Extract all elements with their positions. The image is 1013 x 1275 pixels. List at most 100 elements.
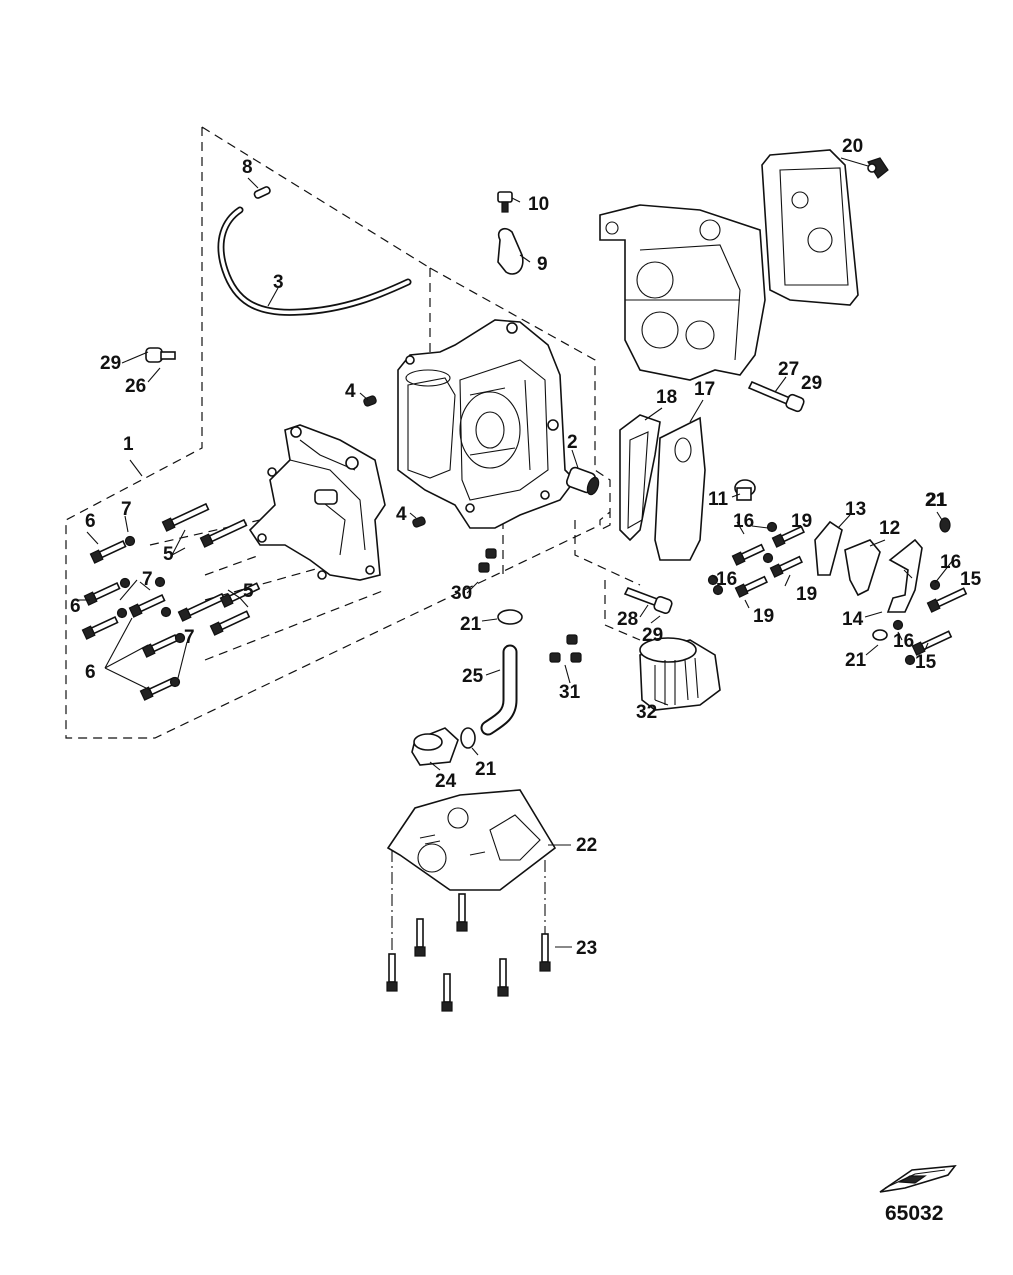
callout-21: 21: [475, 759, 497, 780]
fitting-11: [734, 479, 756, 501]
callout-25: 25: [462, 666, 484, 687]
bracket-14: [886, 538, 923, 613]
callout-30: 30: [451, 583, 472, 604]
fitting-24: [411, 727, 459, 766]
callout-15: 15: [960, 569, 982, 590]
fitting-29-26: [145, 347, 176, 363]
callout-7: 7: [121, 499, 132, 520]
bolt: [734, 575, 768, 598]
callout-3: 3: [273, 272, 284, 293]
bolt: [81, 615, 119, 640]
bolt-10: [497, 191, 513, 213]
lift-eye-9: [497, 228, 524, 275]
callout-12: 12: [879, 518, 900, 539]
callout-26: 26: [125, 376, 146, 397]
bolt: [497, 958, 509, 997]
callout-14: 14: [842, 609, 864, 630]
callout-24: 24: [435, 771, 457, 792]
callout-21: 21: [845, 650, 867, 671]
callout-22: 22: [576, 835, 597, 856]
nuts-30: [478, 548, 497, 573]
callout-21: 21: [925, 490, 947, 511]
callout-16: 16: [893, 631, 914, 652]
washer: [712, 584, 724, 596]
washer: [160, 606, 172, 618]
callout-17: 17: [694, 379, 715, 400]
cylinder-block-assembly: [599, 204, 766, 381]
leader-dash-32: [604, 580, 641, 641]
bolt: [209, 610, 251, 636]
washer: [154, 576, 166, 588]
callout-11: 11: [708, 489, 729, 510]
fitting-27-29: [747, 380, 805, 413]
bolt: [386, 953, 398, 992]
cover-17: [654, 416, 706, 561]
callout-7: 7: [184, 627, 195, 648]
washer: [762, 552, 774, 564]
callout-32: 32: [636, 702, 657, 723]
leader-dash-28: [574, 520, 641, 586]
callout-29: 29: [801, 373, 822, 394]
bolt: [539, 933, 551, 972]
washer: [124, 535, 136, 547]
bolt: [219, 582, 261, 608]
assembly-boundary: [65, 126, 611, 739]
gasket-13: [814, 520, 843, 576]
bolt: [926, 587, 968, 613]
clamp-21c: [939, 517, 951, 533]
callout-6: 6: [70, 596, 81, 617]
callout-4: 4: [396, 504, 407, 525]
callout-16: 16: [716, 569, 737, 590]
bolts-group: [81, 502, 968, 1012]
nuts-31: [549, 634, 582, 663]
callout-29: 29: [100, 353, 121, 374]
bolt: [89, 539, 127, 564]
boat-orientation-icon: [879, 1165, 957, 1193]
bolt: [128, 593, 166, 618]
callout-28: 28: [617, 609, 638, 630]
bolt: [771, 525, 805, 548]
bolt: [441, 973, 453, 1012]
bolt: [83, 581, 121, 606]
bolt: [177, 592, 226, 622]
bolt: [456, 893, 468, 932]
sensor-20: [867, 157, 889, 179]
washer: [892, 619, 904, 631]
callout-5: 5: [243, 581, 254, 602]
dowel-4b: [412, 516, 426, 528]
leader-lines: [78, 157, 954, 948]
callout-13: 13: [845, 499, 866, 520]
callout-8: 8: [242, 157, 253, 178]
callout-27: 27: [778, 359, 799, 380]
washer: [116, 607, 128, 619]
callout-10: 10: [528, 194, 549, 215]
washer: [766, 521, 778, 533]
callout-20: 20: [842, 136, 863, 157]
callout-18: 18: [656, 387, 677, 408]
crankcase-block: [397, 319, 577, 529]
callout-29: 29: [642, 625, 663, 646]
callout-7: 7: [142, 569, 153, 590]
bushing-2: [565, 466, 600, 496]
bolt: [911, 630, 953, 656]
figure-number: 65032: [885, 1202, 943, 1225]
callout-31: 31: [559, 682, 581, 703]
callout-16: 16: [940, 552, 961, 573]
clamp-21b: [460, 727, 476, 749]
washer: [904, 654, 916, 666]
callout-19: 19: [791, 511, 812, 532]
callout-15: 15: [915, 652, 937, 673]
oil-filter-32: [639, 637, 721, 711]
callout-6: 6: [85, 662, 96, 683]
crankcase-cover-1: [248, 424, 386, 581]
callout-4: 4: [345, 381, 356, 402]
washer: [119, 577, 131, 589]
hose-3: [217, 206, 412, 316]
callout-21: 21: [926, 490, 948, 511]
washer: [929, 579, 941, 591]
washer: [169, 676, 181, 688]
bolt: [769, 555, 803, 578]
washer: [174, 632, 186, 644]
